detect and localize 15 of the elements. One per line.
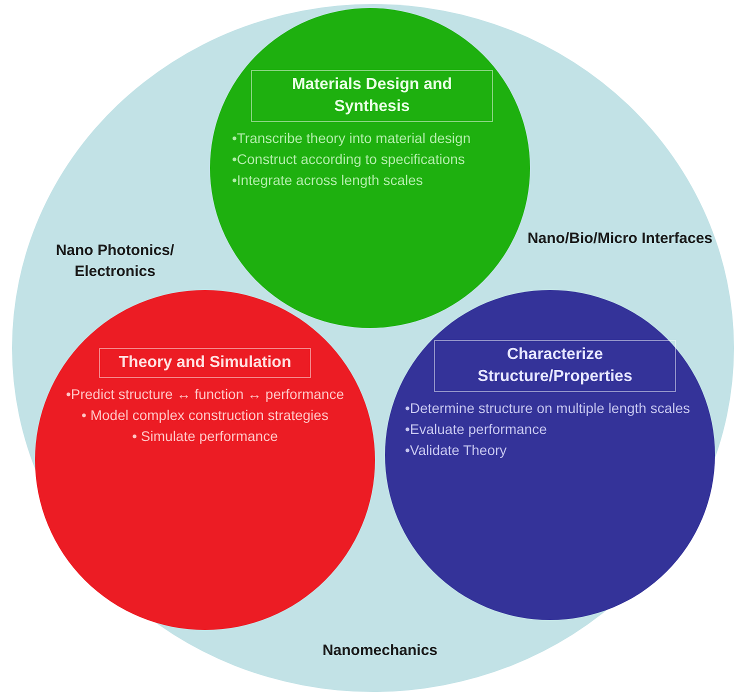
- circle-heading: Materials Design and Synthesis: [251, 70, 493, 122]
- area-label: Nano/Bio/Micro Interfaces: [526, 229, 714, 249]
- area-label: Nano Photonics/ Electronics: [54, 241, 176, 282]
- bullet-text: •Evaluate performance: [405, 420, 548, 439]
- bullet-text: •Predict structure ↔ function ↔ performance: [64, 385, 345, 404]
- bullet-text: •Transcribe theory into material design: [232, 129, 472, 148]
- bullet-text: •Integrate across length scales: [232, 171, 424, 190]
- bullet-text: •Construct according to specifications: [232, 150, 466, 169]
- bullet-text: • Simulate performance: [131, 427, 279, 446]
- circle-heading: Characterize Structure/Properties: [434, 340, 676, 392]
- circle-heading: Theory and Simulation: [99, 348, 311, 378]
- area-label: Nanomechanics: [321, 641, 439, 661]
- bullet-text: •Determine structure on multiple length scales: [405, 399, 692, 418]
- bullet-text: •Validate Theory: [405, 441, 508, 460]
- bullet-text: • Model complex construction strategies: [80, 406, 330, 425]
